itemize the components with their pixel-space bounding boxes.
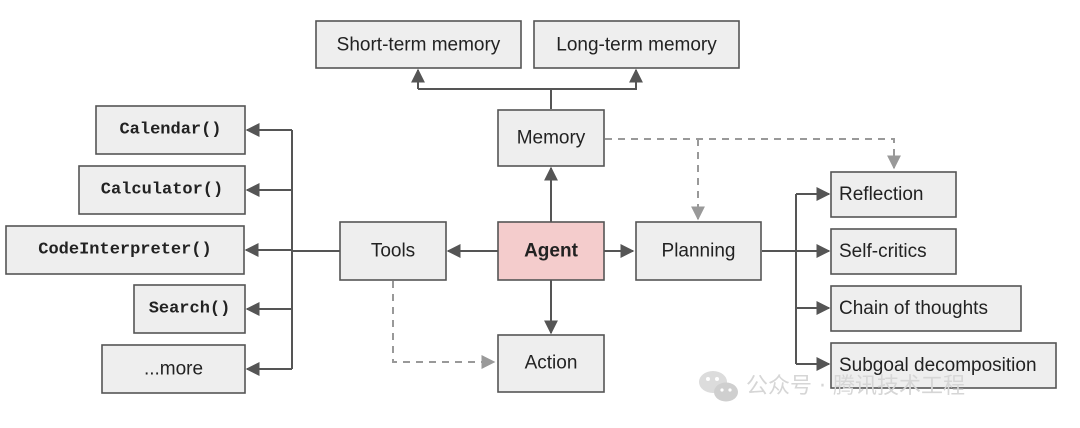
node-subgoal-decomposition-label: Subgoal decomposition xyxy=(839,355,1037,376)
node-code-interpreter: CodeInterpreter() xyxy=(5,225,245,275)
node-action: Action xyxy=(497,334,605,393)
node-agent-label: Agent xyxy=(524,241,579,262)
node-memory-label: Memory xyxy=(517,128,586,149)
edge-memory-to-long-term xyxy=(551,68,643,90)
node-code-interpreter-label: CodeInterpreter() xyxy=(38,241,211,260)
node-subgoal-decomposition: Subgoal decomposition xyxy=(830,342,1057,389)
node-reflection-label: Reflection xyxy=(839,184,924,205)
node-calculator: Calculator() xyxy=(78,165,246,215)
node-tools: Tools xyxy=(339,221,447,281)
node-self-critics: Self-critics xyxy=(830,228,957,275)
node-planning-label: Planning xyxy=(662,241,736,262)
node-reflection: Reflection xyxy=(830,171,957,218)
node-chain-of-thoughts: Chain of thoughts xyxy=(830,285,1022,332)
node-planning: Planning xyxy=(635,221,762,281)
node-chain-of-thoughts-label: Chain of thoughts xyxy=(839,298,988,319)
node-self-critics-label: Self-critics xyxy=(839,241,927,262)
edges xyxy=(244,68,901,376)
node-calendar: Calendar() xyxy=(95,105,246,155)
node-calculator-label: Calculator() xyxy=(101,181,223,200)
edge-memory-to-reflection-dashed xyxy=(605,138,901,170)
watermark: 公众号 · 腾讯技术工程 xyxy=(699,371,965,402)
node-short-term-memory-label: Short-term memory xyxy=(337,35,501,56)
node-long-term-memory: Long-term memory xyxy=(533,20,740,69)
node-memory: Memory xyxy=(497,109,605,167)
edge-planning-trunk xyxy=(762,194,797,364)
node-long-term-memory-label: Long-term memory xyxy=(556,35,717,56)
node-more-label: ...more xyxy=(144,359,203,380)
node-short-term-memory: Short-term memory xyxy=(315,20,522,69)
edge-tools-trunk xyxy=(291,130,340,369)
node-search: Search() xyxy=(133,284,246,334)
node-more: ...more xyxy=(101,344,246,394)
node-agent: Agent xyxy=(497,221,605,281)
edge-memory-split xyxy=(418,88,552,109)
wechat-icon xyxy=(699,371,738,402)
node-search-label: Search() xyxy=(149,300,231,319)
node-action-label: Action xyxy=(525,353,578,374)
node-tools-label: Tools xyxy=(371,241,415,262)
watermark-text: 公众号 · 腾讯技术工程 xyxy=(746,374,965,399)
node-calendar-label: Calendar() xyxy=(119,121,221,140)
edge-tools-to-action-dashed xyxy=(392,281,496,369)
